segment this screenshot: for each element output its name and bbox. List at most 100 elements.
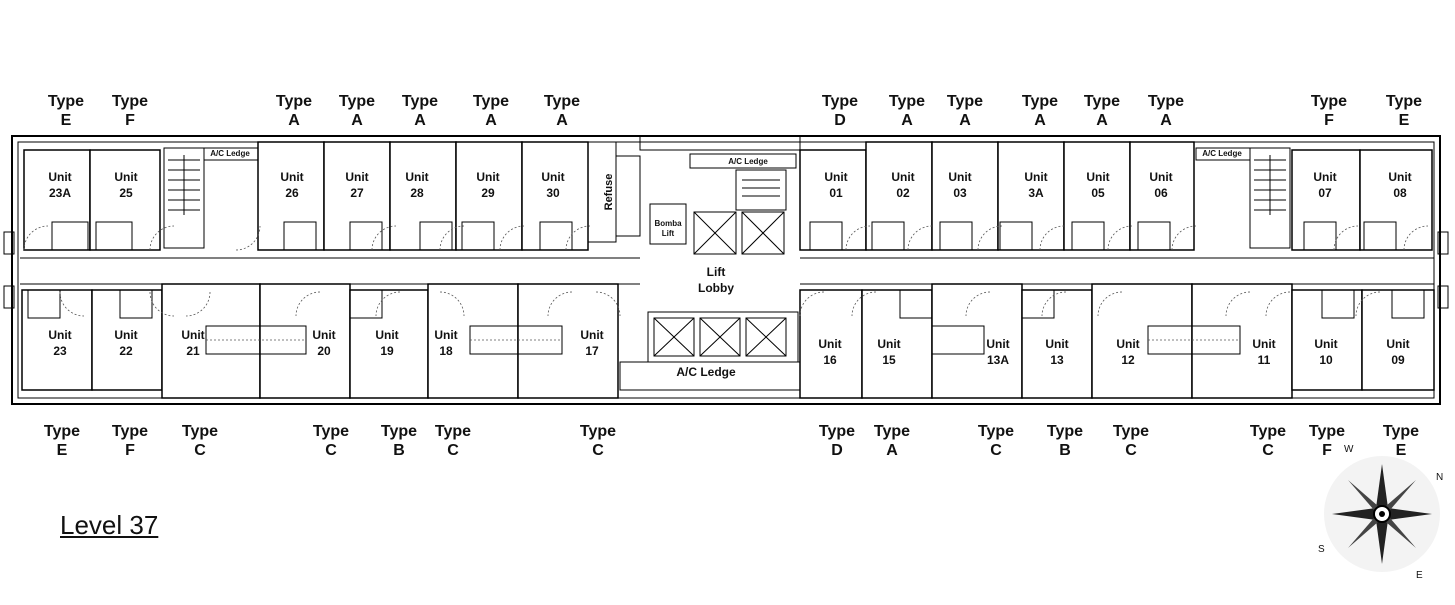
unit-number: 18 [439, 344, 453, 358]
unit-label: Unit [877, 337, 900, 351]
lift-lobby-label-line2: Lobby [698, 281, 734, 295]
unit-number: 25 [119, 186, 133, 200]
type-label: Type [402, 93, 438, 110]
unit-label: Unit [580, 328, 603, 342]
unit-number: 28 [410, 186, 424, 200]
type-letter: F [125, 112, 135, 129]
unit-number: 26 [285, 186, 299, 200]
type-letter: E [57, 442, 68, 459]
type-letter: A [901, 112, 913, 129]
type-letter: B [1059, 442, 1071, 459]
unit-number: 15 [882, 353, 896, 367]
stairwell-left [163, 147, 259, 249]
unit-label: Unit [1388, 170, 1411, 184]
type-label: Type [313, 423, 349, 440]
type-letter: C [990, 442, 1002, 459]
unit-number: 12 [1121, 353, 1135, 367]
type-label: Type [112, 423, 148, 440]
unit-number: 06 [1154, 186, 1168, 200]
compass-east: E [1416, 570, 1423, 581]
compass-west: W [1344, 444, 1354, 455]
type-letter: A [1034, 112, 1046, 129]
type-label: Type [544, 93, 580, 110]
type-letter: A [1096, 112, 1108, 129]
compass-north: N [1436, 472, 1443, 483]
unit-label: Unit [476, 170, 499, 184]
bomba-lift-label-line1: Bomba [654, 219, 682, 228]
type-label: Type [978, 423, 1014, 440]
type-label: Type [473, 93, 509, 110]
type-label: Type [44, 423, 80, 440]
type-letter: F [1324, 112, 1334, 129]
type-letter: F [125, 442, 135, 459]
type-label: Type [1309, 423, 1345, 440]
unit-number: 05 [1091, 186, 1105, 200]
unit-label: Unit [818, 337, 841, 351]
type-label: Type [48, 93, 84, 110]
unit-label: Unit [824, 170, 847, 184]
unit-label: Unit [1045, 337, 1068, 351]
ac-ledge-label-core: A/C Ledge [728, 157, 768, 166]
unit-label: Unit [114, 170, 137, 184]
type-label: Type [1047, 423, 1083, 440]
type-letter: E [61, 112, 72, 129]
type-label: Type [889, 93, 925, 110]
type-letter: D [831, 442, 843, 459]
unit-label: Unit [1313, 170, 1336, 184]
bottom-row-rooms [21, 283, 1435, 399]
unit-label: Unit [434, 328, 457, 342]
unit-label: Unit [1386, 337, 1409, 351]
unit-number: 09 [1391, 353, 1405, 367]
unit-label: Unit [1252, 337, 1275, 351]
type-label: Type [1084, 93, 1120, 110]
unit-label: Unit [1149, 170, 1172, 184]
door-swings [23, 225, 1429, 317]
unit-number: 17 [585, 344, 599, 358]
unit-label: Unit [948, 170, 971, 184]
type-label: Type [1311, 93, 1347, 110]
unit-label: Unit [48, 170, 71, 184]
type-label: Type [182, 423, 218, 440]
stairwell-right [1195, 147, 1291, 249]
unit-number: 13 [1050, 353, 1064, 367]
type-letter: C [194, 442, 206, 459]
unit-number: 20 [317, 344, 331, 358]
ac-ledge-label-left: A/C Ledge [210, 149, 250, 158]
unit-label: Unit [1024, 170, 1047, 184]
type-letter: C [1262, 442, 1274, 459]
type-label: Type [1250, 423, 1286, 440]
unit-label: Unit [48, 328, 71, 342]
type-letter: C [592, 442, 604, 459]
type-label: Type [580, 423, 616, 440]
type-letter: A [886, 442, 898, 459]
unit-label: Unit [986, 337, 1009, 351]
unit-number: 30 [546, 186, 560, 200]
type-letter: D [834, 112, 846, 129]
type-letter: C [325, 442, 337, 459]
type-label: Type [339, 93, 375, 110]
compass-rose: N E S W [1318, 444, 1443, 581]
unit-label: Unit [1086, 170, 1109, 184]
unit-number: 21 [186, 344, 200, 358]
type-label: Type [1383, 423, 1419, 440]
ac-ledge-label-bottom: A/C Ledge [676, 365, 736, 379]
type-label: Type [435, 423, 471, 440]
type-label: Type [1386, 93, 1422, 110]
unit-number: 07 [1318, 186, 1332, 200]
unit-number: 3A [1028, 186, 1044, 200]
type-letter: A [351, 112, 363, 129]
type-label: Type [1022, 93, 1058, 110]
unit-label: Unit [312, 328, 335, 342]
type-label: Type [874, 423, 910, 440]
unit-number: 29 [481, 186, 495, 200]
type-letter: A [288, 112, 300, 129]
type-letter: B [393, 442, 405, 459]
type-letter: A [414, 112, 426, 129]
type-letter: C [1125, 442, 1137, 459]
compass-south: S [1318, 544, 1325, 555]
top-unit-labels: Unit23AUnit25Unit26Unit27Unit28Unit29Uni… [48, 170, 1411, 200]
type-label: Type [112, 93, 148, 110]
unit-label: Unit [541, 170, 564, 184]
